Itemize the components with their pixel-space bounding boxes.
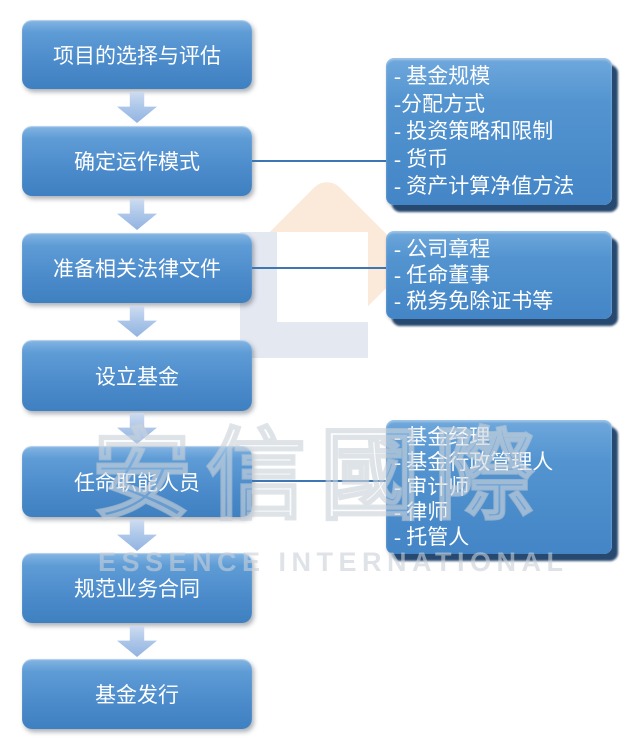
callout-item: - 基金行政管理人 — [394, 450, 554, 474]
down-arrow-icon — [117, 199, 157, 230]
callout-operation-mode-details: - 基金规模 -分配方式 - 投资策略和限制 - 货币 - 资产计算净值方法 — [386, 58, 612, 205]
logo-center-square — [277, 232, 368, 322]
flow-step-label: 确定运作模式 — [74, 150, 200, 174]
flow-step-legal-documents: 准备相关法律文件 — [22, 233, 252, 303]
down-arrow-icon — [117, 626, 157, 657]
down-arrow-icon — [117, 92, 157, 123]
callout-item: - 税务免除证书等 — [394, 289, 554, 313]
callout-item: - 律师 — [394, 500, 449, 524]
connector-line-appoint-personnel — [252, 480, 386, 482]
flow-step-label: 规范业务合同 — [74, 577, 200, 601]
callout-item: -分配方式 — [394, 91, 485, 116]
callout-personnel-details: - 基金经理 - 基金行政管理人 - 审计师 - 律师 - 托管人 — [386, 420, 612, 554]
callout-item: - 货币 — [394, 146, 449, 171]
flow-step-label: 任命职能人员 — [74, 470, 200, 495]
flow-step-label: 项目的选择与评估 — [53, 43, 221, 68]
connector-line-legal-documents — [252, 267, 386, 269]
down-arrow-icon — [117, 306, 157, 337]
callout-item: - 审计师 — [394, 475, 470, 499]
callout-item: - 任命董事 — [394, 263, 491, 287]
callout-item: - 公司章程 — [394, 237, 491, 261]
flow-step-project-selection: 项目的选择与评估 — [22, 20, 252, 89]
flow-step-operation-mode: 确定运作模式 — [22, 126, 252, 196]
callout-item: - 资产计算净值方法 — [394, 174, 575, 198]
callout-item: - 基金规模 — [394, 64, 491, 88]
flow-step-label: 设立基金 — [95, 364, 179, 389]
flow-step-business-contracts: 规范业务合同 — [22, 553, 252, 623]
callout-item: - 托管人 — [394, 525, 470, 549]
connector-line-operation-mode — [252, 160, 386, 162]
down-arrow-icon — [117, 413, 157, 444]
flow-step-label: 基金发行 — [95, 683, 179, 707]
callout-legal-documents-details: - 公司章程 - 任命董事 - 税务免除证书等 — [386, 231, 612, 319]
flow-step-establish-fund: 设立基金 — [22, 340, 252, 411]
callout-item: - 投资策略和限制 — [394, 119, 554, 143]
down-arrow-icon — [117, 520, 157, 551]
flow-step-fund-issuance: 基金发行 — [22, 659, 252, 729]
flow-step-label: 准备相关法律文件 — [53, 257, 221, 281]
callout-item: - 基金经理 — [394, 425, 491, 449]
flow-step-appoint-personnel: 任命职能人员 — [22, 446, 252, 517]
logo-frame-horizontal — [240, 322, 368, 358]
